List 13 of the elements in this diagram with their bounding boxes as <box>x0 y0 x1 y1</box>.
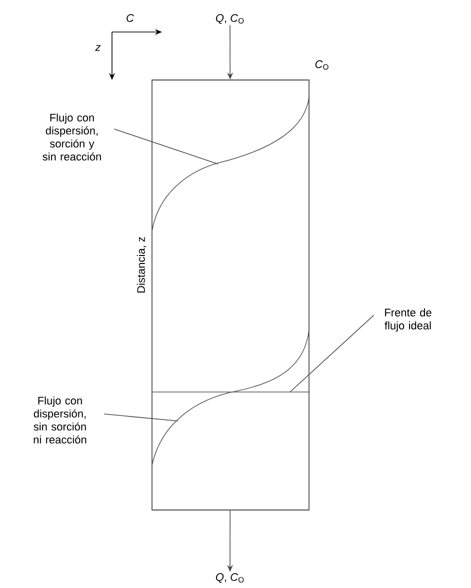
leader-line <box>290 314 374 392</box>
concentration-label: C$_{O}$ <box>315 60 328 70</box>
leader-line <box>114 128 218 164</box>
leader-line <box>104 414 178 422</box>
column-box <box>152 80 310 510</box>
annotation-text: Frente de flujo ideal <box>384 308 432 332</box>
outflow-label: Q, C$_{O}$ <box>216 573 244 583</box>
axis-label: Distancia, z <box>136 237 146 293</box>
annotation-text: Flujo con dispersión, sorción y sin reacción <box>42 113 101 161</box>
inflow-label: Q, C$_{O}$ <box>216 14 244 24</box>
annotation-text: Flujo con dispersión, sin sorción ni reacción <box>34 396 86 444</box>
axis-label: z <box>95 45 101 51</box>
axis-label: C <box>126 14 134 22</box>
